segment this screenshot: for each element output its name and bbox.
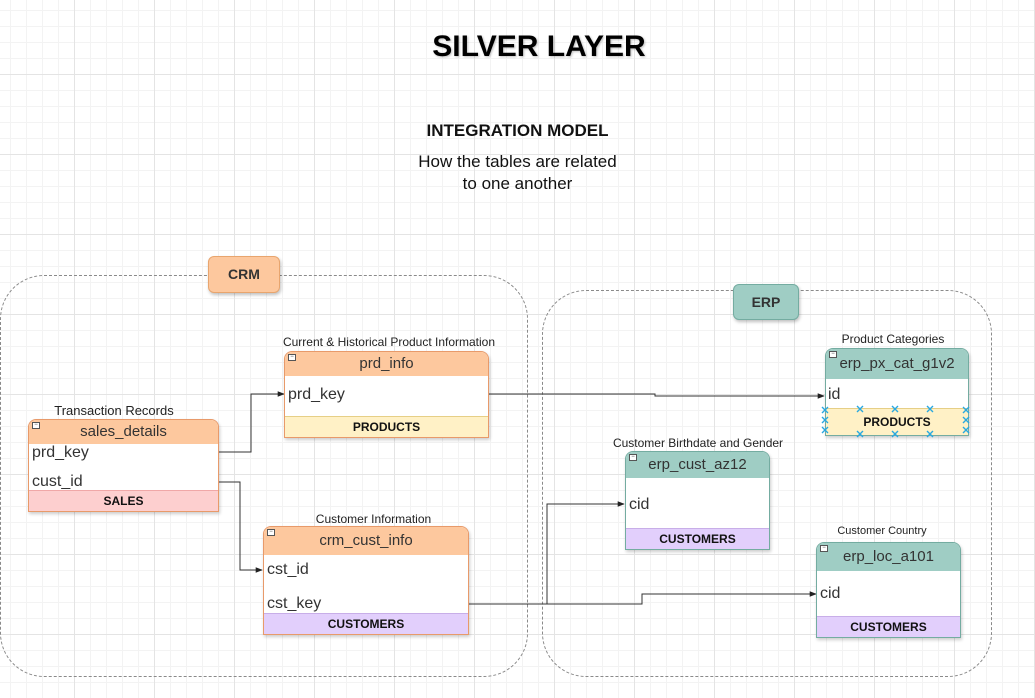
field-cid: cid	[629, 496, 650, 513]
erp-px-cat-header[interactable]: − erp_px_cat_g1v2	[826, 349, 968, 379]
collapse-icon[interactable]: −	[288, 354, 296, 361]
erp-cust-az12-caption: Customer Birthdate and Gender	[612, 436, 784, 450]
field-cust-id: cust_id	[32, 473, 83, 490]
prd-info-caption: Current & Historical Product Information	[282, 335, 496, 349]
erp-px-cat-table[interactable]: − erp_px_cat_g1v2 id PRODUCTS	[825, 348, 969, 436]
page-title: SILVER LAYER	[432, 30, 646, 63]
field-id: id	[828, 386, 841, 403]
erp-badge: ERP	[733, 284, 799, 320]
field-cst-id: cst_id	[267, 561, 309, 578]
crm-cust-info-footer: CUSTOMERS	[264, 613, 468, 634]
description-line-1: How the tables are related	[418, 152, 617, 171]
field-prd-key: prd_key	[288, 386, 345, 403]
erp-cust-az12-header[interactable]: − erp_cust_az12	[626, 452, 769, 478]
description-line-2: to one another	[462, 174, 573, 193]
crm-badge: CRM	[208, 256, 280, 293]
erp-px-cat-footer: PRODUCTS	[826, 408, 968, 435]
crm-cust-info-header[interactable]: − crm_cust_info	[264, 527, 468, 555]
prd-info-table[interactable]: − prd_info prd_key PRODUCTS	[284, 351, 489, 438]
prd-info-header[interactable]: − prd_info	[285, 352, 488, 376]
crm-cust-info-table[interactable]: − crm_cust_info cst_id cst_key CUSTOMERS	[263, 526, 469, 635]
collapse-icon[interactable]: −	[829, 351, 837, 358]
crm-cust-info-name: crm_cust_info	[319, 532, 413, 549]
prd-info-footer: PRODUCTS	[285, 416, 488, 437]
erp-px-cat-caption: Product Categories	[841, 332, 945, 346]
sales-details-name: sales_details	[80, 423, 167, 440]
collapse-icon[interactable]: −	[267, 529, 275, 536]
prd-info-name: prd_info	[359, 355, 414, 372]
model-description: How the tables are related to one anothe…	[0, 151, 1035, 195]
erp-loc-a101-footer: CUSTOMERS	[817, 616, 960, 637]
erp-cust-az12-name: erp_cust_az12	[648, 456, 747, 473]
field-cid: cid	[820, 585, 841, 602]
collapse-icon[interactable]: −	[820, 545, 828, 552]
erp-loc-a101-name: erp_loc_a101	[843, 548, 934, 565]
sales-details-table[interactable]: − sales_details prd_key cust_id SALES	[28, 419, 219, 512]
collapse-icon[interactable]: −	[629, 454, 637, 461]
crm-cust-info-caption: Customer Information	[315, 512, 432, 526]
collapse-icon[interactable]: −	[32, 422, 40, 429]
erp-cust-az12-table[interactable]: − erp_cust_az12 cid CUSTOMERS	[625, 451, 770, 550]
field-cst-key: cst_key	[267, 595, 322, 612]
field-prd-key: prd_key	[32, 444, 89, 461]
sales-details-footer: SALES	[29, 490, 218, 511]
erp-loc-a101-header[interactable]: − erp_loc_a101	[817, 543, 960, 571]
model-subtitle: INTEGRATION MODEL	[426, 121, 609, 140]
erp-cust-az12-footer: CUSTOMERS	[626, 528, 769, 549]
sales-details-caption: Transaction Records	[54, 403, 174, 418]
sales-details-header[interactable]: − sales_details	[29, 420, 218, 444]
erp-loc-a101-caption: Customer Country	[837, 525, 927, 537]
erp-loc-a101-table[interactable]: − erp_loc_a101 cid CUSTOMERS	[816, 542, 961, 638]
erp-px-cat-name: erp_px_cat_g1v2	[839, 355, 955, 372]
